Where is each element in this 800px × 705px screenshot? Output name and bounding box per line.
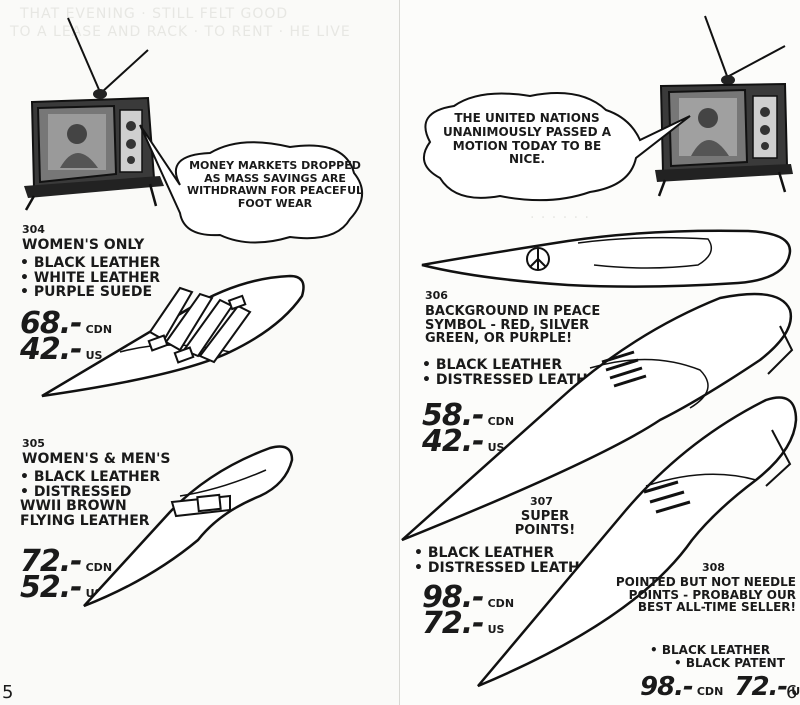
tv-illustration	[24, 17, 164, 211]
show-through-text: · · · · · ·	[530, 210, 590, 226]
option-item: BLACK LEATHER	[20, 470, 170, 485]
price-currency: CDN	[85, 323, 113, 336]
options-list: BLACK LEATHER DISTRESSED LEATHER	[422, 358, 608, 387]
tv-illustration	[655, 15, 793, 197]
option-item: BLACK LEATHER	[422, 358, 608, 373]
page-number: 6	[786, 682, 798, 703]
show-through-text: THAT EVENING · STILL FELT GOOD	[20, 6, 289, 22]
option-item: BLACK LEATHER	[650, 644, 785, 657]
options-list: BLACK LEATHER BLACK PATENT	[650, 644, 785, 669]
bubble-text: THE UNITED NATIONS UNANIMOUSLY PASSED A …	[442, 111, 612, 167]
product-number: 308	[702, 561, 725, 574]
options-list: BLACK LEATHER DISTRESSED LEATHER	[414, 546, 600, 575]
product-number: 304	[22, 223, 45, 236]
price-us: 42.-US	[20, 332, 102, 367]
option-item: WHITE LEATHER	[20, 270, 160, 286]
price-currency: US	[791, 685, 800, 698]
price-amount: 98.-	[422, 580, 485, 615]
price-amount: 42.-	[422, 424, 485, 459]
shoe-308-illustration	[477, 396, 798, 688]
price-amount: 72.-	[20, 544, 83, 579]
shoe-304-illustration	[41, 274, 305, 398]
price-currency: CDN	[696, 685, 724, 698]
option-item: DISTRESSED LEATHER	[422, 372, 608, 388]
price-currency: CDN	[487, 597, 515, 610]
product-title: WOMEN'S & MEN'S	[22, 451, 171, 467]
shoe-307-illustration	[401, 292, 794, 542]
price-cdn: 58.-CDN	[422, 398, 514, 433]
product-title: POINTED BUT NOT NEEDLE POINTS - PROBABLY…	[615, 575, 796, 615]
price-amount: 72.-	[422, 606, 485, 641]
option-item: PURPLE SUEDE	[20, 285, 160, 300]
option-item: BLACK PATENT	[674, 656, 785, 670]
price-row: 98.-CDN 72.-US	[640, 672, 800, 702]
price-amount: 98.-	[640, 672, 694, 702]
option-item: BLACK LEATHER	[414, 546, 600, 561]
shoe-306-insole-illustration	[421, 229, 792, 288]
price-currency: US	[487, 623, 505, 636]
product-number: 306	[425, 289, 448, 302]
price-us: 72.-US	[422, 606, 504, 641]
options-list: BLACK LEATHER DISTRESSED WWII BROWN FLYI…	[20, 470, 170, 529]
price-currency: CDN	[487, 415, 515, 428]
price-cdn: 72.-CDN	[20, 544, 112, 579]
price-amount: 42.-	[20, 332, 83, 367]
price-cdn: 98.-CDN	[422, 580, 514, 615]
product-number: 307	[530, 495, 553, 508]
price-amount: 58.-	[422, 398, 485, 433]
right-page: · · · · · · THE UNITED NATIONS UNANIMOUS…	[400, 0, 800, 705]
option-item: BLACK LEATHER	[20, 256, 160, 271]
product-title: BACKGROUND IN PEACE SYMBOL - RED, SILVER…	[425, 304, 601, 347]
left-page: THAT EVENING · STILL FELT GOOD TO A LEAS…	[0, 0, 399, 705]
shoe-305-illustration	[83, 445, 294, 608]
product-title: SUPER POINTS!	[514, 509, 576, 538]
product-number: 305	[22, 437, 45, 450]
price-currency: CDN	[85, 561, 113, 574]
speech-bubble	[139, 124, 363, 244]
page-number: 5	[2, 682, 14, 703]
show-through-text: TO A LEASE AND RACK · TO RENT · HE LIVE	[10, 24, 351, 40]
speech-bubble	[422, 92, 691, 202]
price-amount: 72.-	[734, 672, 788, 702]
price-amount: 52.-	[20, 570, 83, 605]
product-title: WOMEN'S ONLY	[22, 237, 145, 253]
option-item: DISTRESSED LEATHER	[414, 560, 600, 576]
option-item: DISTRESSED WWII BROWN FLYING LEATHER	[20, 484, 170, 529]
price-cdn: 68.-CDN	[20, 306, 112, 341]
price-currency: US	[85, 349, 103, 362]
options-list: BLACK LEATHER WHITE LEATHER PURPLE SUEDE	[20, 256, 160, 300]
price-amount: 68.-	[20, 306, 83, 341]
bubble-text: MONEY MARKETS DROPPED AS MASS SAVINGS AR…	[186, 159, 364, 210]
